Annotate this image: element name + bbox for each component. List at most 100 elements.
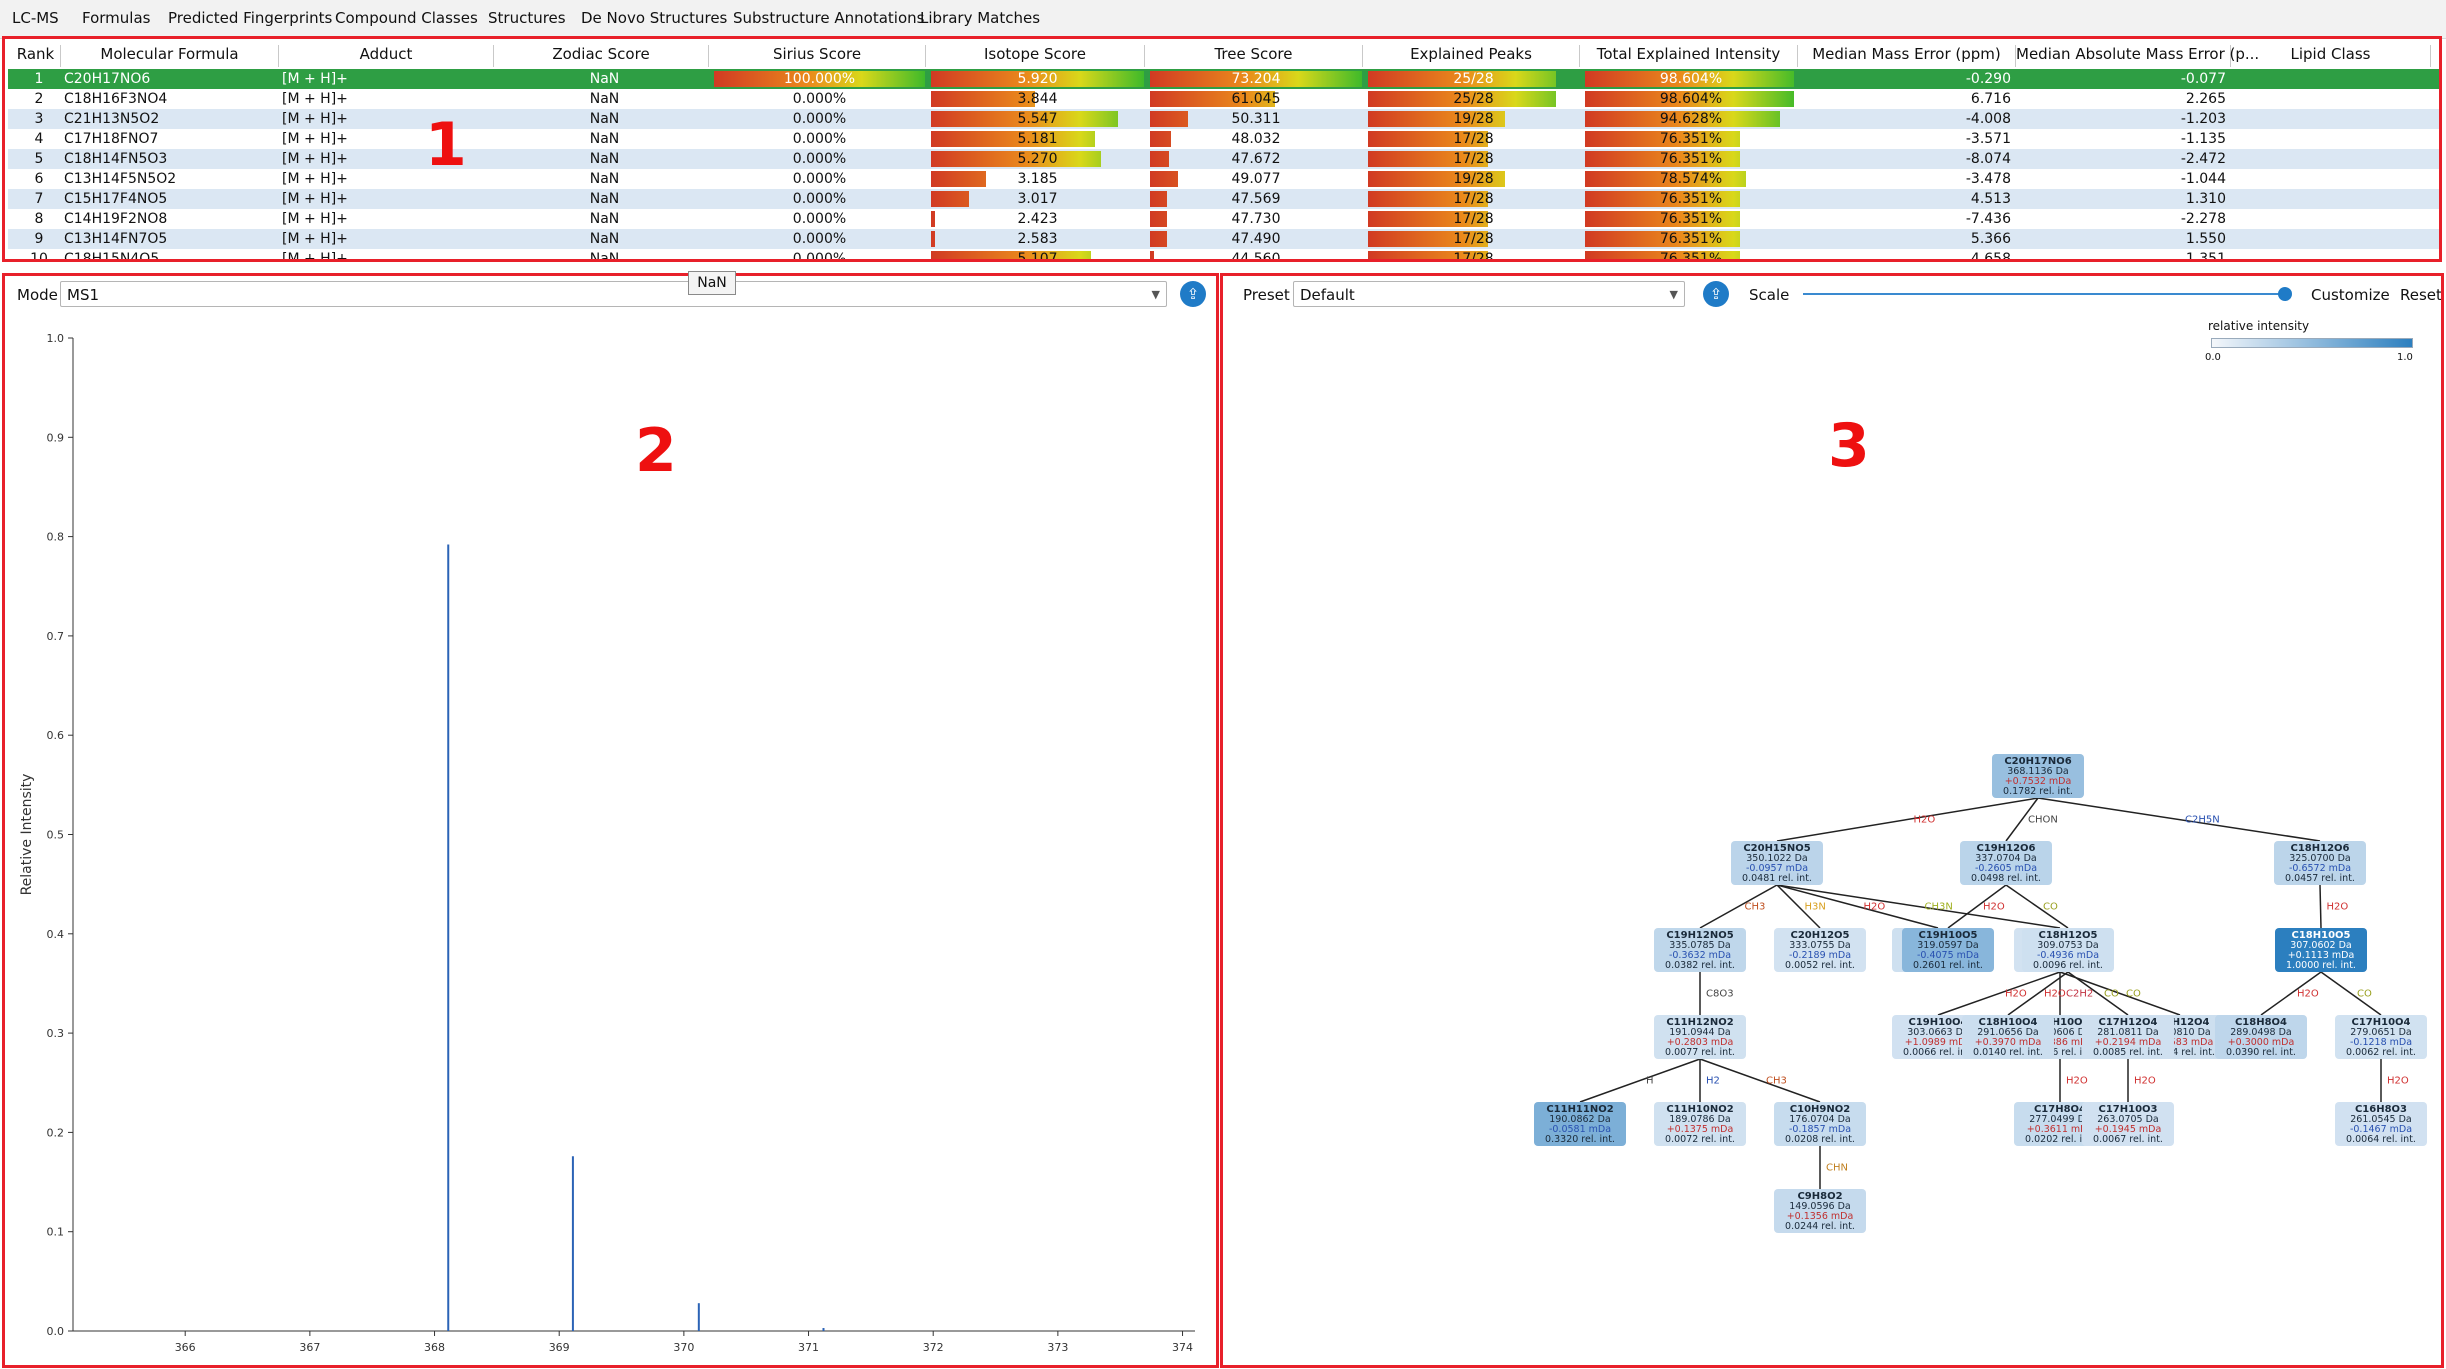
tab-de-novo-structures[interactable]: De Novo Structures <box>581 9 728 27</box>
scale-slider-handle[interactable] <box>2278 287 2292 301</box>
tab-library-matches[interactable]: Library Matches <box>920 9 1041 27</box>
tree-node-mass: 307.0602 Da <box>2290 940 2352 951</box>
cell-median: -0.290 <box>1965 71 2011 87</box>
score-bar <box>1368 71 1556 87</box>
tab-structures[interactable]: Structures <box>488 9 566 27</box>
tree-node-mass: 319.0597 Da <box>1917 940 1979 951</box>
cell-isotope: 5.270 <box>1017 151 1058 167</box>
tree-node-formula: C9H8O2 <box>1797 1191 1843 1202</box>
tree-edge-label: CH3 <box>1745 902 1766 913</box>
tree-node-error: -0.0957 mDa <box>1745 863 1809 874</box>
cell-lipid <box>2234 129 2434 149</box>
cell-zodiac: NaN <box>589 151 620 167</box>
scale-slider-track[interactable] <box>1803 293 2283 295</box>
column-header[interactable]: Adduct <box>279 45 494 67</box>
tree-node-error: -0.4075 mDa <box>1916 950 1980 961</box>
cell-median: 4.513 <box>1970 191 2011 207</box>
column-header[interactable]: Median Mass Error (ppm) <box>1798 45 2016 67</box>
column-header[interactable]: Rank <box>11 45 61 67</box>
tree-node-formula: C17H8O4 <box>2033 1104 2087 1115</box>
tab-lc-ms[interactable]: LC-MS <box>12 9 59 27</box>
score-bar <box>1368 251 1488 259</box>
export-icon[interactable]: ⇪ <box>1703 281 1729 307</box>
tab-compound-classes[interactable]: Compound Classes <box>335 9 478 27</box>
export-icon[interactable]: ⇪ <box>1180 281 1206 307</box>
column-header[interactable]: Total Explained Intensity <box>1580 45 1798 67</box>
tree-node-intensity: 0.2601 rel. int. <box>1913 960 1983 971</box>
tree-edge <box>2319 884 2322 929</box>
intensity-legend-min: 0.0 <box>2205 352 2221 363</box>
intensity-legend-title: relative intensity <box>2208 319 2310 333</box>
mode-select[interactable]: MS1 ▼ <box>60 281 1167 307</box>
tree-node-intensity: 0.0382 rel. int. <box>1665 960 1735 971</box>
column-header[interactable]: Isotope Score <box>926 45 1145 67</box>
tree-edge-label: H2 <box>1706 1076 1720 1087</box>
column-header[interactable]: Tree Score <box>1145 45 1363 67</box>
column-header[interactable]: Molecular Formula <box>61 45 279 67</box>
preset-select[interactable]: Default ▼ <box>1293 281 1685 307</box>
tree-node-mass: 295.0606 Da <box>2029 1027 2091 1038</box>
y-tick-label: 0.4 <box>47 928 65 941</box>
score-bar <box>714 71 925 87</box>
tree-node-formula: C20H15NO5 <box>1743 843 1811 854</box>
customize-button[interactable]: Customize <box>2311 286 2390 304</box>
cell-sirius: 0.000% <box>792 191 847 207</box>
cell-peaks: 17/28 <box>1453 231 1494 247</box>
cell-zodiac: NaN <box>589 111 620 127</box>
tab-substructure-annotations[interactable]: Substructure Annotations <box>733 9 925 27</box>
score-bar <box>1585 71 1794 87</box>
x-tick-label: 366 <box>175 1341 196 1354</box>
tree-node-intensity: 0.0096 rel. int. <box>2025 1047 2095 1058</box>
column-header[interactable]: Lipid Class <box>2231 45 2431 67</box>
tree-node-intensity: 0.0202 rel. int. <box>2025 1134 2095 1145</box>
column-header[interactable]: Zodiac Score <box>494 45 709 67</box>
tab-formulas[interactable]: Formulas <box>82 9 151 27</box>
tree-node-formula: C17H10O4 <box>2351 1017 2411 1028</box>
reset-button[interactable]: Reset <box>2400 286 2442 304</box>
score-bar <box>1585 231 1740 247</box>
score-bar <box>1368 231 1488 247</box>
cell-median: 6.716 <box>1970 91 2011 107</box>
cell-sirius: 0.000% <box>792 151 847 167</box>
tab-predicted-fingerprints[interactable]: Predicted Fingerprints <box>168 9 333 27</box>
tree-node-formula: C10H9NO2 <box>1789 1104 1851 1115</box>
tree-node-error: +0.1113 mDa <box>2287 950 2355 961</box>
column-header[interactable]: Explained Peaks <box>1363 45 1580 67</box>
column-header[interactable]: Median Absolute Mass Error (p... <box>2016 45 2259 67</box>
score-bar <box>1150 251 1154 259</box>
score-bar <box>1585 91 1794 107</box>
cell-intensity: 76.351% <box>1659 131 1723 147</box>
column-header[interactable]: Sirius Score <box>709 45 926 67</box>
cell-median: -8.074 <box>1965 151 2011 167</box>
